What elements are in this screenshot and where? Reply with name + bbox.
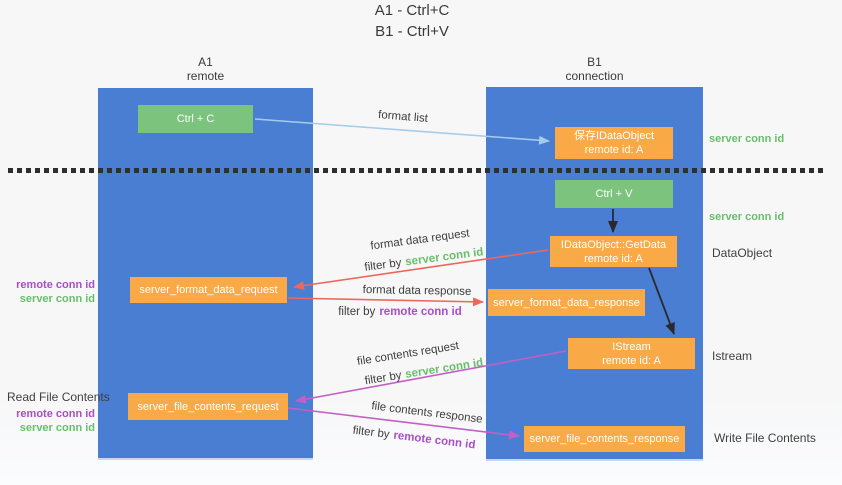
filter-by-text: filter by [351, 424, 391, 441]
lifeline-a1-role: remote [186, 69, 225, 83]
istream-line1: IStream [612, 340, 651, 353]
lifeline-b1-header: B1 connection [486, 55, 703, 83]
remote-conn-id-annotation: remote conn id [16, 279, 95, 291]
save-idataobject-line2: remote id: A [584, 144, 644, 156]
node-server-file-contents-response: server_file_contents_response [524, 426, 685, 452]
node-save-idataobject: 保存IDataObject remote id: A [555, 127, 673, 159]
format-list-label: format list [377, 109, 429, 125]
lifeline-b1-name: B1 [587, 55, 602, 69]
node-ctrl-v: Ctrl + V [555, 180, 673, 208]
server-conn-id-text: server conn id [404, 246, 485, 269]
remote-conn-id-text: remote conn id [379, 306, 462, 318]
node-ctrl-c: Ctrl + C [138, 105, 253, 133]
format-data-response-arrow [287, 297, 484, 307]
write-file-contents-annotation: Write File Contents [714, 431, 816, 445]
server-conn-id-annotation-mid: server conn id [709, 211, 785, 223]
dotted-separator-line [8, 168, 824, 173]
node-server-format-data-request: server_format_data_request [130, 277, 287, 303]
save-idataobject-line1: 保存IDataObject [573, 130, 655, 142]
node-idataobject-getdata: IDataObject::GetData remote id: A [550, 236, 677, 267]
dataobject-annotation: DataObject [712, 246, 773, 260]
lifeline-a1-name: A1 [198, 55, 213, 69]
server-conn-id-annotation: server conn id [19, 293, 95, 305]
istream-line2: remote id: A [602, 354, 661, 367]
node-istream: IStream remote id: A [568, 338, 695, 369]
server-conn-id-annotation-top: server conn id [709, 133, 785, 145]
read-file-contents-annotation: Read File Contents [7, 390, 110, 404]
diagram-title: A1 - Ctrl+C B1 - Ctrl+V [0, 0, 824, 42]
istream-annotation: Istream [712, 349, 753, 363]
server-conn-id-annotation: server conn id [19, 422, 95, 434]
title-line-ctrl-v: B1 - Ctrl+V [375, 23, 449, 40]
left-conn-id-pair-2: remote conn id server conn id [0, 407, 95, 435]
filter-by-text: filter by [338, 306, 376, 318]
server-file-contents-request-label: server_file_contents_request [137, 400, 279, 413]
title-line-ctrl-c: A1 - Ctrl+C [374, 2, 450, 19]
server-file-contents-response-label: server_file_contents_response [529, 433, 680, 445]
remote-conn-id-annotation: remote conn id [16, 408, 95, 420]
ctrl-c-label: Ctrl + C [176, 113, 215, 125]
server-conn-id-text: server conn id [404, 356, 485, 381]
filter-by-text: filter by [363, 257, 403, 274]
lifeline-a1-header: A1 remote [98, 55, 313, 83]
getdata-line2: remote id: A [584, 252, 643, 265]
format-data-response-label: format data response [362, 284, 472, 298]
filter-by-text: filter by [363, 369, 403, 388]
ctrl-v-label: Ctrl + V [595, 188, 633, 200]
node-server-format-data-response: server_format_data_response [488, 289, 645, 316]
file-contents-response-label: file contents response [370, 400, 484, 426]
left-conn-id-pair-1: remote conn id server conn id [0, 278, 95, 306]
getdata-line1: IDataObject::GetData [560, 238, 667, 251]
node-server-file-contents-request: server_file_contents_request [128, 393, 288, 420]
lifeline-b1-role: connection [565, 69, 624, 83]
server-format-data-response-label: server_format_data_response [493, 296, 640, 309]
server-format-data-request-label: server_format_data_request [139, 284, 278, 296]
remote-conn-id-text: remote conn id [392, 429, 477, 452]
